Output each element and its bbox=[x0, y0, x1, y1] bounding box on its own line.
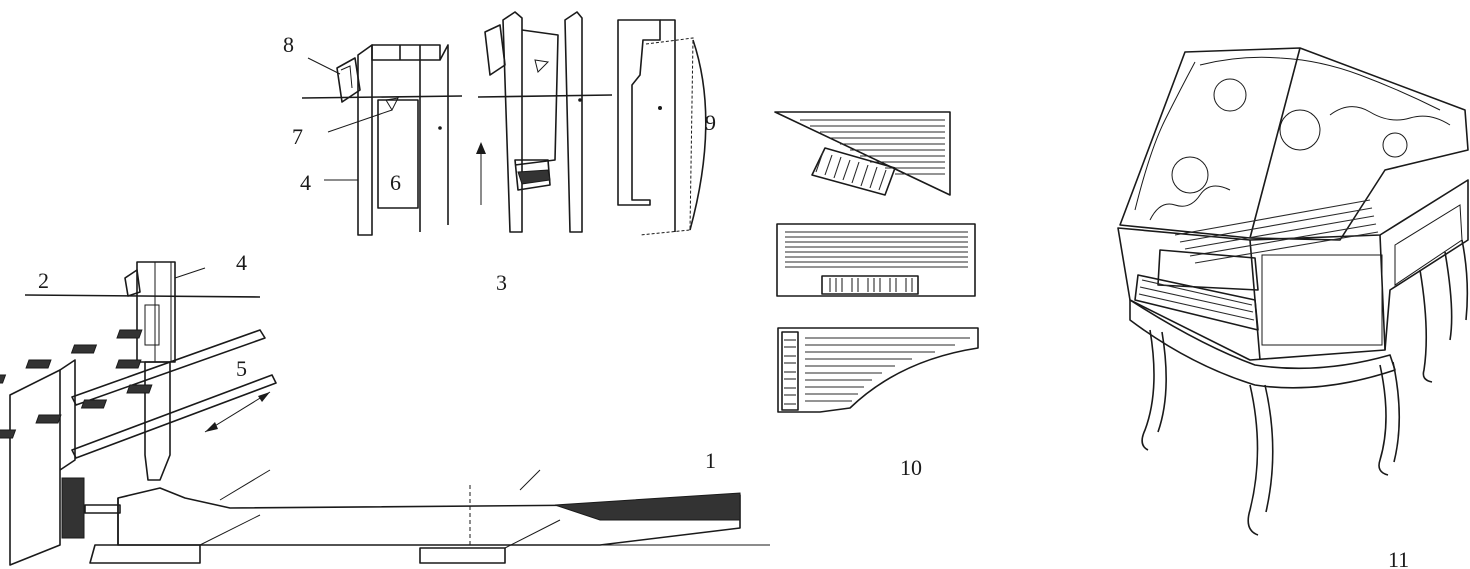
jack-detail-diagrams: 8 7 4 6 9 3 bbox=[283, 11, 716, 295]
label-6: 6 bbox=[390, 170, 401, 195]
upper-register bbox=[0, 329, 266, 406]
label-4-detail: 4 bbox=[300, 170, 311, 195]
label-2: 2 bbox=[38, 268, 49, 293]
jack-rising bbox=[476, 11, 613, 233]
label-11: 11 bbox=[1388, 547, 1409, 569]
label-3: 3 bbox=[496, 270, 507, 295]
spinet-plan bbox=[774, 111, 951, 196]
key-action-diagram: 2 4 5 1 bbox=[0, 250, 770, 566]
jack-pivoting: 9 bbox=[617, 19, 716, 236]
label-8: 8 bbox=[283, 32, 294, 57]
label-4-jack: 4 bbox=[236, 250, 247, 275]
label-5: 5 bbox=[236, 356, 247, 381]
key-lever bbox=[84, 469, 770, 564]
label-9: 9 bbox=[705, 110, 716, 135]
string-line bbox=[24, 294, 261, 298]
harpsichord-illustration: 11 bbox=[1117, 47, 1469, 569]
harpsichord-plan bbox=[777, 327, 979, 413]
label-1: 1 bbox=[705, 448, 716, 473]
label-10: 10 bbox=[900, 455, 922, 480]
virginal-plan bbox=[776, 223, 976, 297]
jack bbox=[124, 261, 176, 481]
lower-register bbox=[0, 374, 277, 459]
instrument-plan-views: 10 bbox=[774, 111, 979, 480]
label-7: 7 bbox=[292, 124, 303, 149]
register-motion-arrow bbox=[204, 391, 271, 433]
back-block bbox=[9, 359, 85, 566]
jack-at-rest: 8 7 4 6 bbox=[283, 32, 463, 236]
